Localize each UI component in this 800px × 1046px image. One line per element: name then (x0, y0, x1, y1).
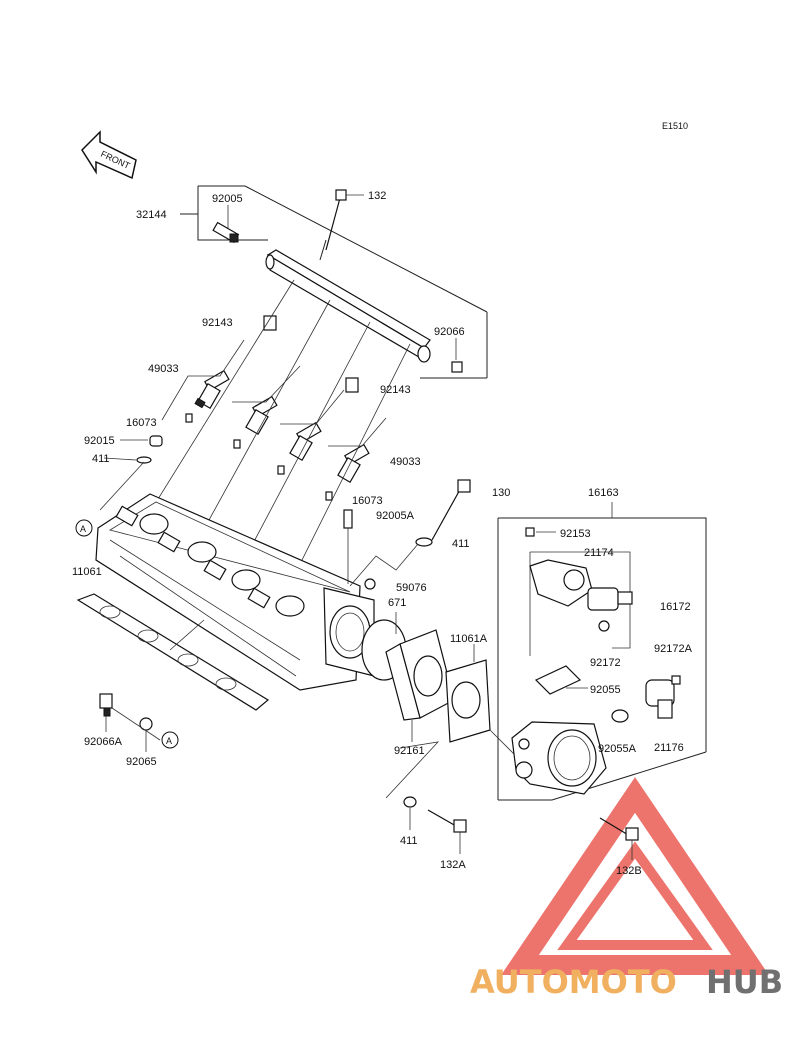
front-arrow-icon: FRONT (81, 130, 137, 180)
manifold-gasket (76, 593, 270, 711)
label-92015: 92015 (84, 435, 115, 447)
label-671: 671 (388, 597, 406, 609)
label-32144: 32144 (136, 209, 167, 221)
label-92066A: 92066A (84, 736, 123, 748)
label-92143-right: 92143 (380, 384, 411, 396)
label-16073-left: 16073 (126, 417, 157, 429)
label-16163: 16163 (588, 487, 619, 499)
intake-manifold (95, 435, 471, 691)
fuel-injectors (149, 279, 411, 597)
callout-marker-bottom: A (161, 731, 179, 749)
label-132: 132 (368, 190, 386, 202)
label-411-mid: 411 (452, 538, 470, 550)
label-92065: 92065 (126, 756, 157, 768)
watermark-brand-part1: AUTOMOTO (470, 963, 677, 1001)
label-49033-left: 49033 (148, 363, 179, 375)
label-21176: 21176 (654, 742, 684, 754)
part-number-labels: 32144 92005 132 92143 92066 49033 92143 … (72, 190, 693, 877)
label-92172A: 92172A (654, 643, 693, 655)
throttle-spacer-parts (361, 612, 521, 799)
throttle-body-assembly (497, 502, 707, 860)
label-92055A: 92055A (598, 743, 637, 755)
label-132B: 132B (616, 865, 642, 877)
label-11061: 11061 (72, 566, 102, 578)
label-16172: 16172 (660, 601, 691, 613)
label-92005A: 92005A (376, 510, 415, 522)
label-92153: 92153 (560, 528, 591, 540)
label-11061A: 11061A (450, 633, 488, 645)
label-92005: 92005 (212, 193, 243, 205)
label-16073-right: 16073 (352, 495, 383, 507)
svg-text:A: A (166, 736, 172, 746)
label-132A: 132A (440, 859, 466, 871)
label-411-bottom: 411 (400, 835, 418, 847)
label-411-left: 411 (92, 453, 110, 465)
label-92143-top: 92143 (202, 317, 233, 329)
label-92055: 92055 (590, 684, 621, 696)
watermark-brand-part2: HUB (706, 963, 783, 1001)
label-59076: 59076 (396, 582, 427, 594)
diagram-code: E1510 (662, 121, 688, 131)
label-130: 130 (492, 487, 510, 499)
label-21174: 21174 (584, 547, 614, 559)
watermark-text: AUTOMOTO HUB (470, 963, 783, 1001)
callout-marker-top: A (75, 519, 93, 537)
fuel-rail-assembly (180, 185, 488, 379)
label-49033-right: 49033 (390, 456, 421, 468)
label-92172: 92172 (590, 657, 621, 669)
label-92161: 92161 (394, 745, 425, 757)
svg-text:A: A (80, 524, 86, 534)
label-92066: 92066 (434, 326, 465, 338)
lower-fasteners (99, 693, 467, 854)
watermark-logo (501, 777, 769, 975)
